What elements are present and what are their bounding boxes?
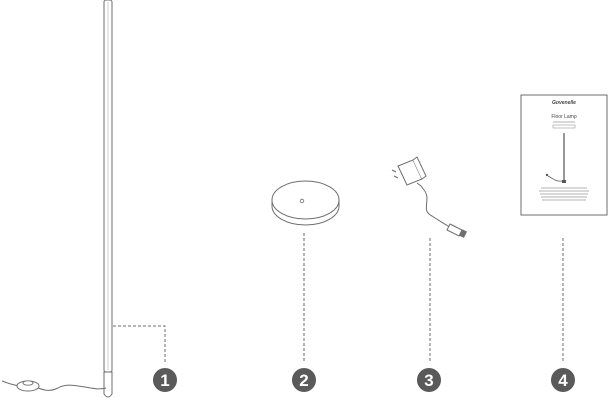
lamp-base-disc-icon xyxy=(271,180,340,226)
part-number-badge-3: 3 xyxy=(417,368,441,392)
manual-title: Floor Lamp xyxy=(551,114,577,120)
part-number-badge-4: 4 xyxy=(551,368,575,392)
power-adapter-icon xyxy=(391,156,468,238)
manual-brand: Govenelle xyxy=(552,100,576,106)
leader-line-1 xyxy=(113,325,166,362)
part-number-badge-1: 1 xyxy=(153,368,177,392)
user-manual-icon: Govenelle Floor Lamp xyxy=(520,94,608,216)
floor-lamp-pole-icon xyxy=(1,0,113,398)
part-number-badge-2: 2 xyxy=(292,368,316,392)
